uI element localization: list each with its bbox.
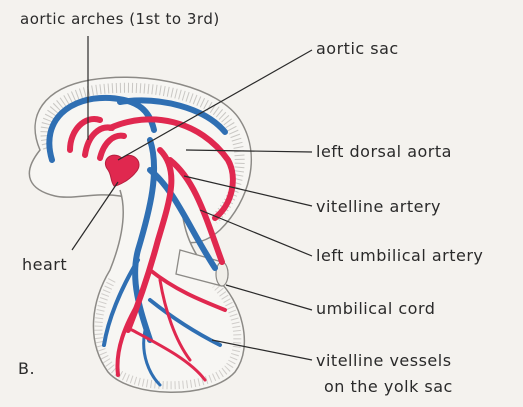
label-left-dorsal-aorta: left dorsal aorta (316, 143, 452, 161)
label-vitelline-artery: vitelline artery (316, 198, 441, 216)
label-left-umbilical-artery: left umbilical artery (316, 247, 483, 265)
panel-letter: B. (18, 360, 35, 378)
umbilical-cord-end (216, 262, 228, 286)
label-vitelline-vessels-line2: on the yolk sac (324, 378, 453, 396)
label-umbilical-cord: umbilical cord (316, 300, 435, 318)
label-aortic-arches: aortic arches (1st to 3rd) (20, 10, 220, 28)
label-heart: heart (22, 256, 67, 274)
leader-umbilical-cord (226, 285, 312, 310)
label-aortic-sac: aortic sac (316, 40, 399, 58)
label-vitelline-vessels-line1: vitelline vessels (316, 352, 452, 370)
